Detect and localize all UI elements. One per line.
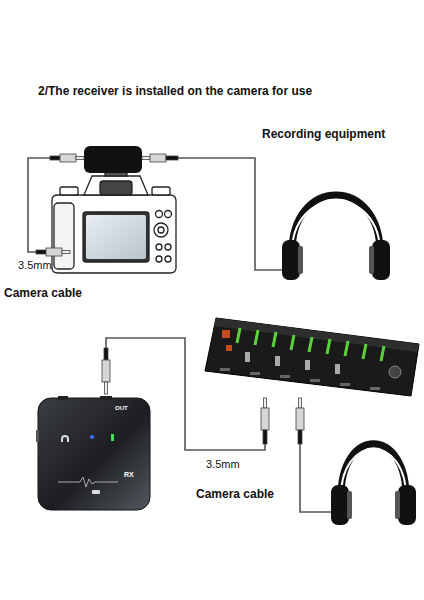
receiver-drawing (36, 396, 150, 510)
diagram-title: 2/The receiver is installed on the camer… (38, 85, 312, 99)
mixer-drawing (205, 318, 419, 396)
top-cables (28, 158, 283, 270)
port-label: OUT (115, 405, 128, 412)
connector-size: 3.5mm (206, 458, 240, 471)
cable-label: Camera cable (4, 287, 82, 301)
headphones-drawing (282, 195, 390, 280)
camera-drawing (52, 172, 176, 273)
receiver-on-camera (84, 146, 142, 173)
connector-size: 3.5mm (18, 259, 52, 272)
cable-label: Camera cable (196, 488, 274, 502)
headphones-drawing (331, 444, 416, 525)
jack-plug (36, 154, 178, 256)
device-label: Recording equipment (262, 128, 385, 142)
device-marking: RX (124, 471, 134, 479)
